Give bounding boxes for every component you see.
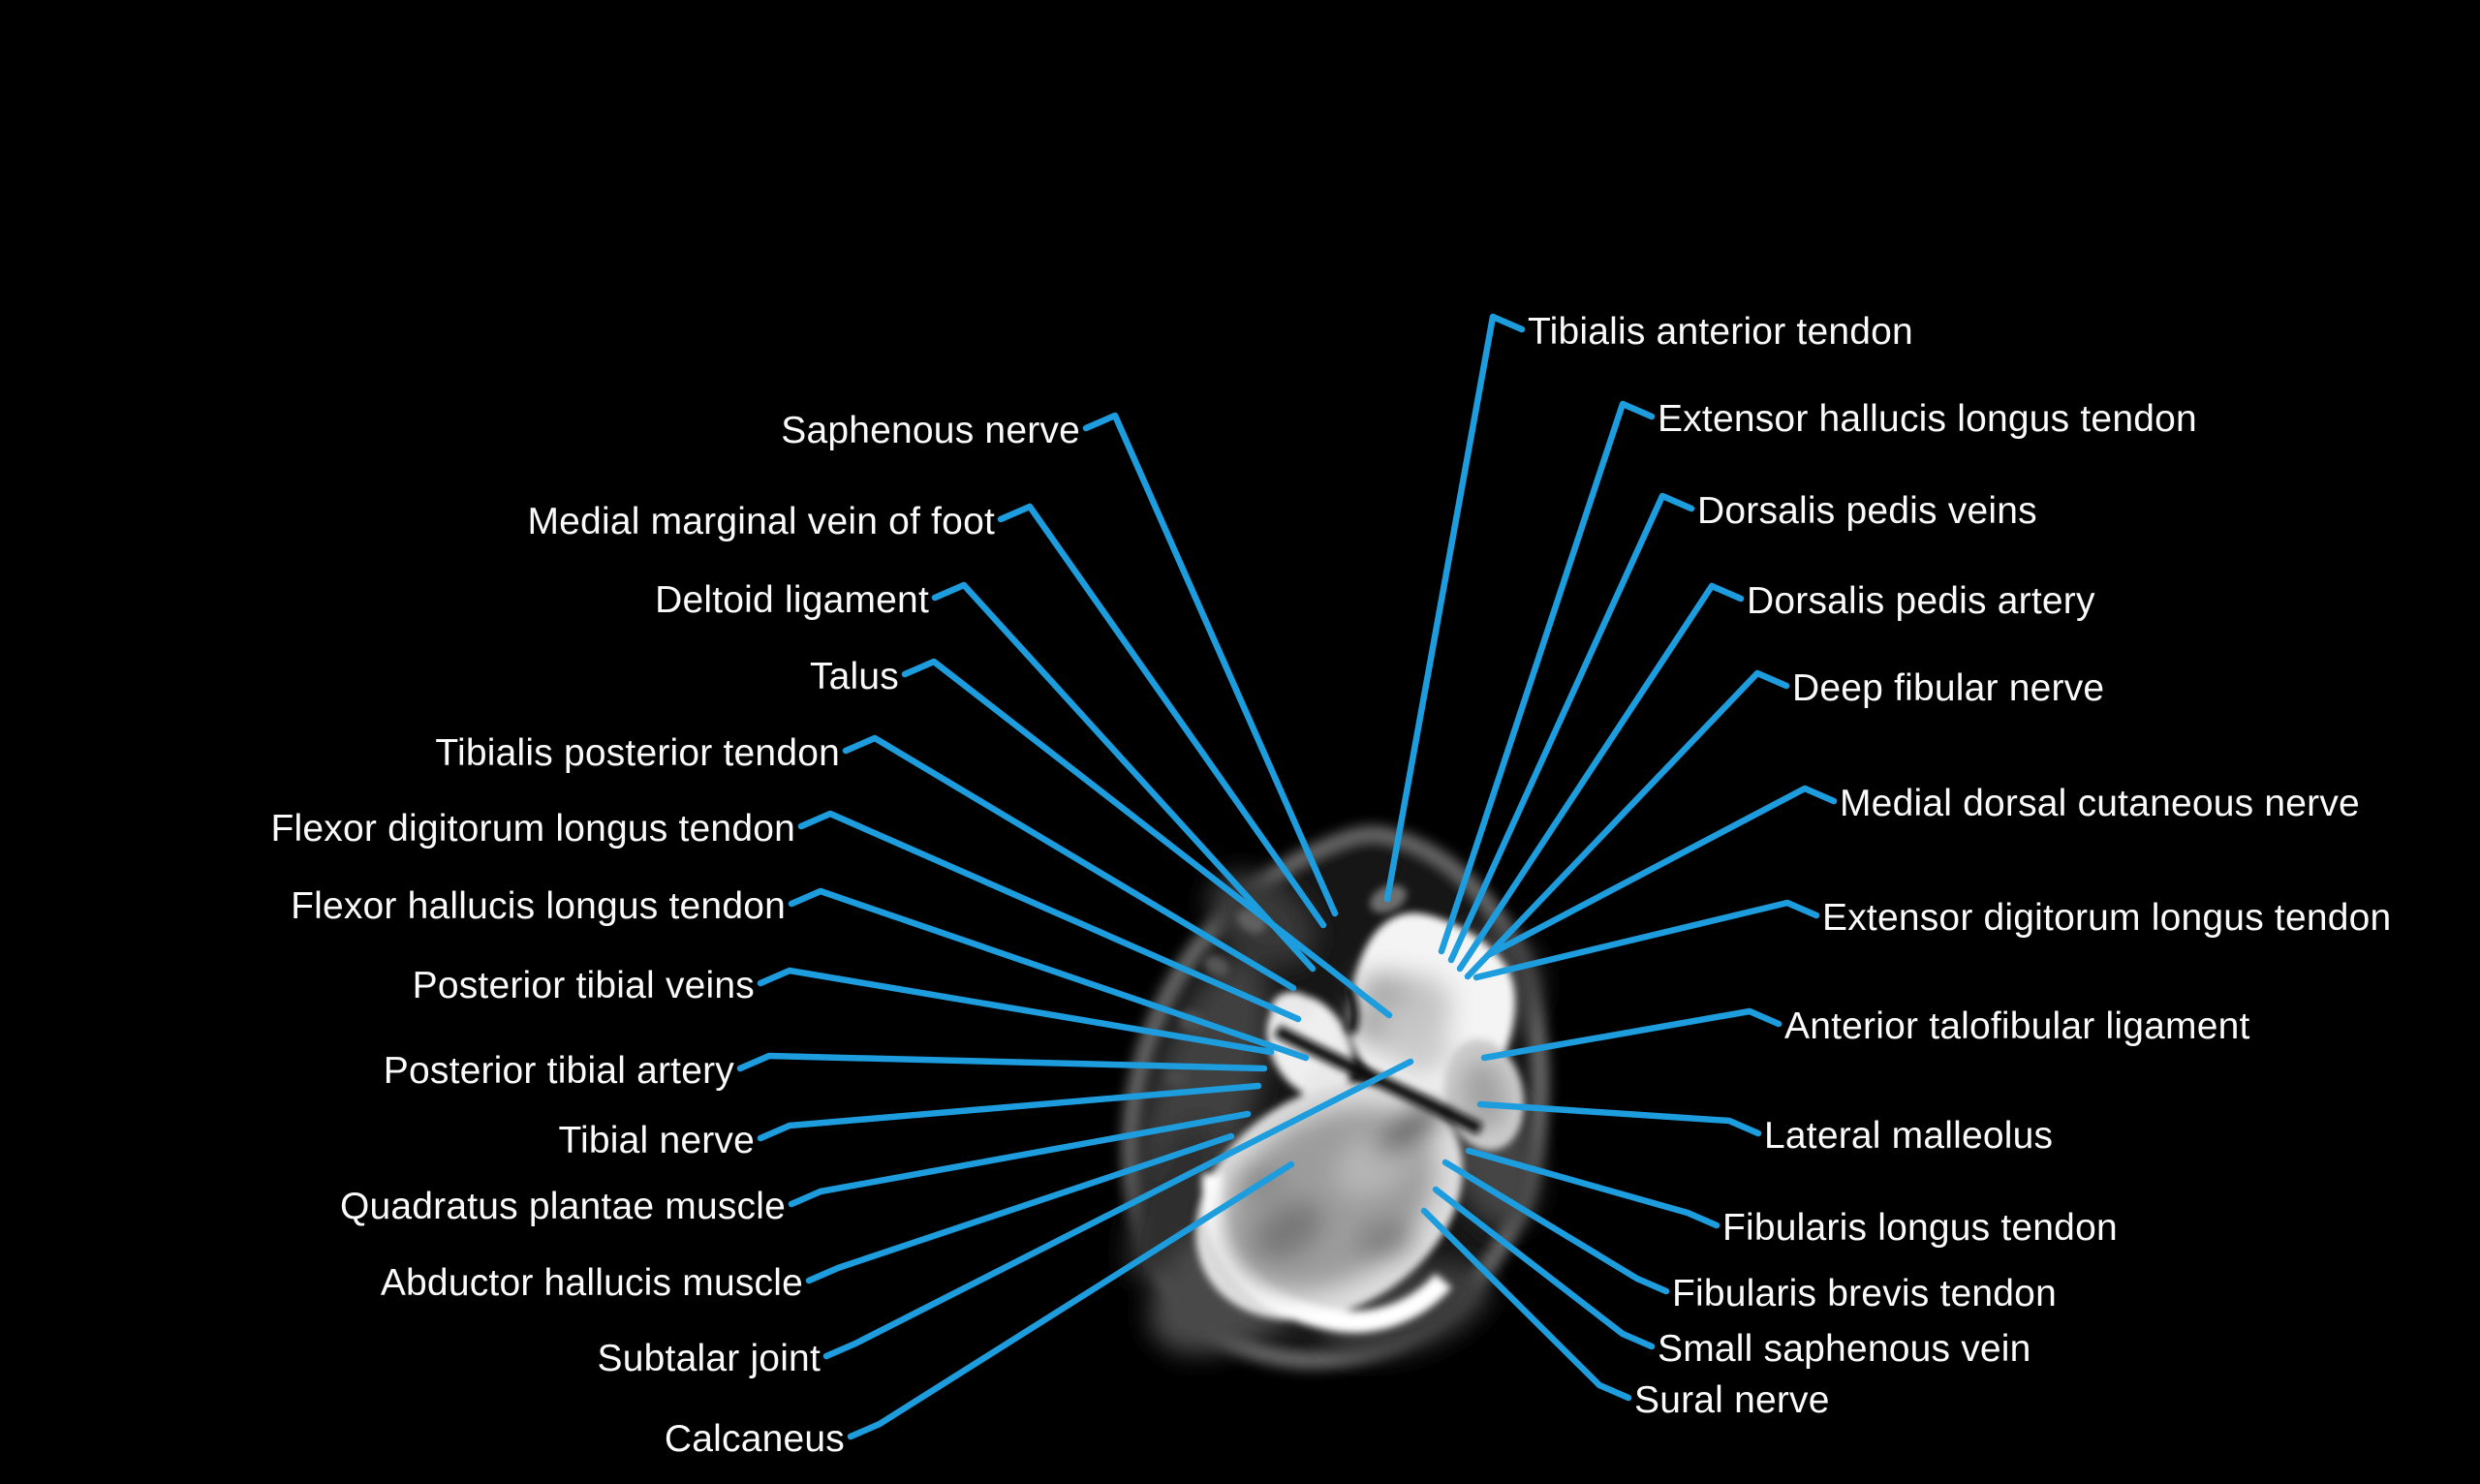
label-dorsalis-pedis-veins: Dorsalis pedis veins bbox=[1697, 490, 2037, 533]
label-flexor-hallucis-longus-tendon: Flexor hallucis longus tendon bbox=[291, 885, 786, 928]
label-deep-fibular-nerve: Deep fibular nerve bbox=[1792, 667, 2105, 710]
leader-extensor-hallucis-longus-tendon bbox=[1438, 400, 1656, 955]
label-deltoid-ligament: Deltoid ligament bbox=[655, 579, 929, 622]
leader-tibialis-posterior-tendon bbox=[842, 734, 1297, 992]
leader-posterior-tibial-veins bbox=[757, 967, 1275, 1056]
label-tibialis-anterior-tendon: Tibialis anterior tendon bbox=[1528, 311, 1913, 354]
label-tibialis-posterior-tendon: Tibialis posterior tendon bbox=[435, 732, 840, 775]
leader-flexor-hallucis-longus-tendon bbox=[788, 887, 1310, 1062]
leader-abductor-hallucis-muscle bbox=[805, 1132, 1235, 1284]
label-calcaneus: Calcaneus bbox=[664, 1418, 845, 1461]
leader-dorsalis-pedis-artery bbox=[1456, 582, 1745, 973]
label-medial-dorsal-cutaneous-nerve: Medial dorsal cutaneous nerve bbox=[1840, 783, 2360, 825]
leader-flexor-digitorum-longus-tendon bbox=[797, 810, 1302, 1023]
label-posterior-tibial-veins: Posterior tibial veins bbox=[412, 965, 755, 1007]
leader-deep-fibular-nerve bbox=[1464, 669, 1790, 980]
label-extensor-digitorum-longus-tendon: Extensor digitorum longus tendon bbox=[1822, 897, 2392, 940]
label-dorsalis-pedis-artery: Dorsalis pedis artery bbox=[1747, 580, 2095, 623]
label-lateral-malleolus: Lateral malleolus bbox=[1764, 1115, 2054, 1158]
leader-calcaneus bbox=[847, 1160, 1295, 1440]
label-posterior-tibial-artery: Posterior tibial artery bbox=[383, 1050, 734, 1093]
leader-deltoid-ligament bbox=[931, 581, 1317, 973]
leader-extensor-digitorum-longus-tendon bbox=[1472, 899, 1820, 981]
label-sural-nerve: Sural nerve bbox=[1634, 1379, 1830, 1422]
leader-saphenous-nerve bbox=[1082, 412, 1339, 917]
label-abductor-hallucis-muscle: Abductor hallucis muscle bbox=[380, 1262, 803, 1305]
label-quadratus-plantae-muscle: Quadratus plantae muscle bbox=[339, 1186, 786, 1228]
leader-quadratus-plantae-muscle bbox=[788, 1110, 1252, 1208]
leader-subtalar-joint bbox=[822, 1058, 1414, 1360]
label-saphenous-nerve: Saphenous nerve bbox=[781, 410, 1080, 452]
label-fibularis-brevis-tendon: Fibularis brevis tendon bbox=[1672, 1273, 2057, 1315]
leader-lateral-malleolus bbox=[1476, 1100, 1762, 1137]
label-small-saphenous-vein: Small saphenous vein bbox=[1658, 1328, 2031, 1371]
leader-medial-dorsal-cutaneous-nerve bbox=[1486, 785, 1838, 958]
leader-anterior-talofibular-ligament bbox=[1480, 1007, 1782, 1062]
leader-lines-layer bbox=[736, 313, 1838, 1440]
label-fibularis-longus-tendon: Fibularis longus tendon bbox=[1722, 1207, 2118, 1250]
label-flexor-digitorum-longus-tendon: Flexor digitorum longus tendon bbox=[270, 808, 795, 850]
label-anterior-talofibular-ligament: Anterior talofibular ligament bbox=[1784, 1005, 2250, 1048]
label-tibial-nerve: Tibial nerve bbox=[558, 1120, 755, 1162]
leader-dorsalis-pedis-veins bbox=[1447, 492, 1695, 964]
label-extensor-hallucis-longus-tendon: Extensor hallucis longus tendon bbox=[1658, 398, 2197, 441]
leader-tibialis-anterior-tendon bbox=[1383, 313, 1526, 903]
leader-small-saphenous-vein bbox=[1432, 1186, 1656, 1350]
leader-tibial-nerve bbox=[757, 1082, 1262, 1142]
leader-talus bbox=[901, 658, 1393, 1019]
label-talus: Talus bbox=[809, 656, 899, 698]
leader-fibularis-brevis-tendon bbox=[1442, 1159, 1670, 1295]
label-medial-marginal-vein-of-foot: Medial marginal vein of foot bbox=[527, 501, 995, 543]
leader-medial-marginal-vein-of-foot bbox=[997, 503, 1327, 929]
leader-posterior-tibial-artery bbox=[736, 1052, 1268, 1072]
leader-fibularis-longus-tendon bbox=[1465, 1147, 1720, 1229]
label-subtalar-joint: Subtalar joint bbox=[597, 1338, 821, 1380]
leader-sural-nerve bbox=[1420, 1207, 1632, 1402]
